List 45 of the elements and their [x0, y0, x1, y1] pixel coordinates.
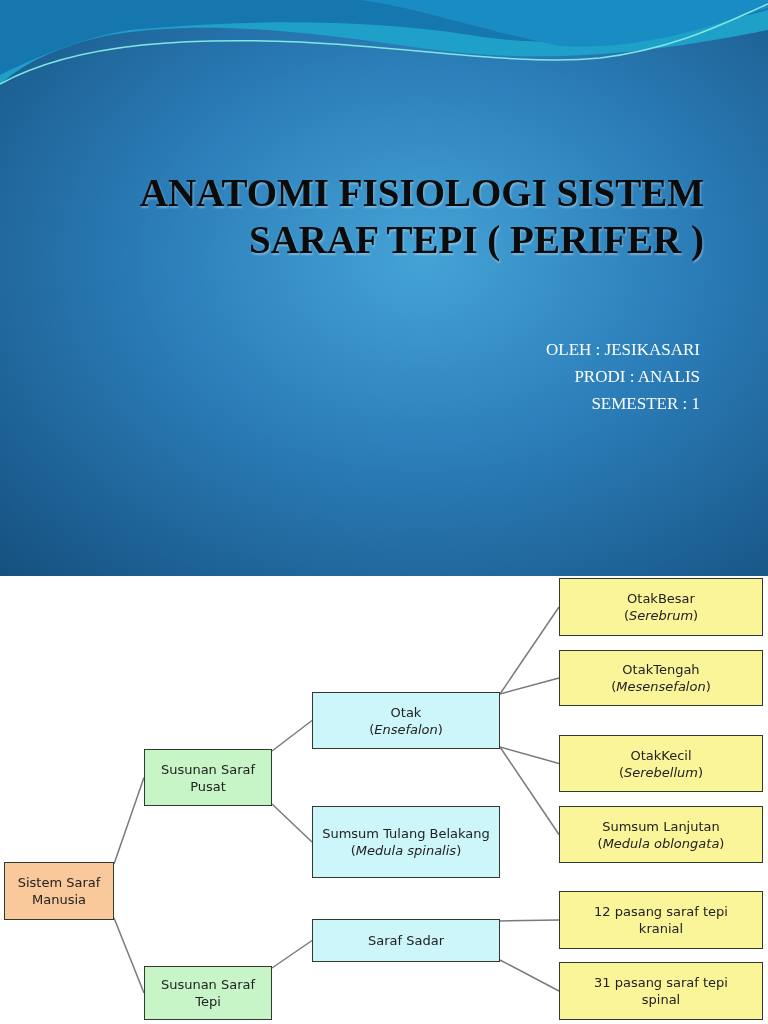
box-label: Sumsum Lanjutan [602, 817, 720, 835]
tree-box [559, 806, 763, 863]
connector-line [271, 803, 313, 843]
slide-title: ANATOMI FISIOLOGI SISTEM SARAF TEPI ( PERIFER ) [138, 170, 704, 264]
tree-box [559, 891, 763, 949]
connector-line [499, 606, 560, 695]
tree-box [144, 966, 272, 1020]
box-label: Otak [390, 703, 422, 721]
box-label: (Ensefalon) [369, 720, 443, 738]
connector-line [499, 919, 560, 922]
connector-line [499, 746, 560, 836]
box-label: (Serebrum) [623, 607, 699, 624]
box-label: Saraf Sadar [368, 932, 444, 949]
connector-line [271, 719, 313, 752]
box-label: OtakTengah [622, 661, 700, 678]
tree-box [559, 578, 763, 636]
connector-line [499, 677, 560, 695]
box-label: (Medula spinalis) [350, 842, 462, 859]
connector-line [271, 939, 313, 969]
tree-box [312, 806, 500, 878]
author-info: OLEH : JESIKASARI [546, 339, 700, 361]
tree-box [559, 962, 763, 1020]
box-label: OtakBesar [627, 590, 695, 607]
box-label: 12 pasang saraf tepi kranial [593, 903, 729, 937]
box-label: Susunan Saraf Pusat [159, 760, 257, 795]
box-label: Susunan Saraf Tepi [159, 976, 257, 1010]
box-label: (Serebellum) [618, 763, 704, 781]
box-label: (Medula oblongata) [597, 834, 725, 852]
tree-box [4, 862, 114, 920]
tree-box [559, 650, 763, 706]
connector-line [113, 776, 145, 865]
author-info: PRODI : ANALIS [573, 366, 700, 388]
box-label: Sistem Saraf Manusia [16, 874, 102, 908]
box-label: (Mesensefalon) [611, 678, 711, 695]
author-info: SEMESTER : 1 [590, 393, 700, 415]
connector-line [499, 959, 560, 992]
connector-line [499, 746, 560, 765]
tree-box [144, 749, 272, 806]
connector-line [113, 917, 145, 994]
box-label: OtakKecil [630, 746, 692, 764]
tree-box [312, 919, 500, 962]
tree-box [312, 692, 500, 749]
box-label: 31 pasang saraf tepi spinal [593, 974, 729, 1008]
tree-box [559, 735, 763, 792]
box-label: Sumsum Tulang Belakang [322, 825, 490, 842]
